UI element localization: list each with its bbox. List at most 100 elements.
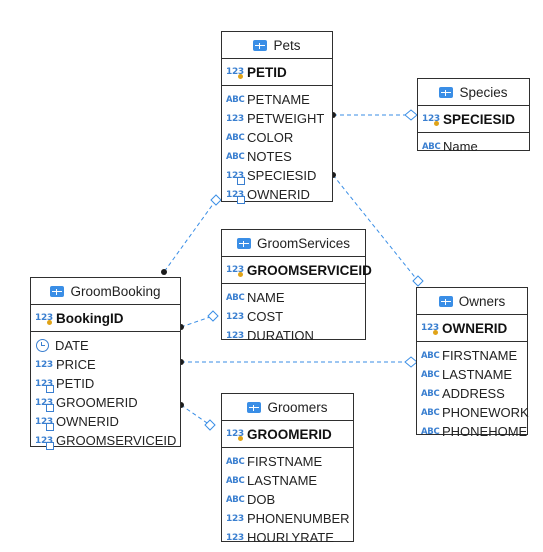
text-type-icon: ABC [422, 141, 441, 152]
foreign-key-icon: 123 [35, 397, 54, 412]
foreign-key-icon: 123 [35, 416, 54, 431]
entity-header[interactable]: Species [418, 79, 529, 106]
entity-title: Owners [458, 293, 506, 309]
table-icon [439, 86, 454, 98]
entity-title: Groomers [267, 399, 328, 415]
clock-icon [36, 339, 49, 352]
entity-header[interactable]: Groomers [222, 394, 353, 421]
link-end-diamond [404, 109, 418, 121]
foreign-key-icon: 123 [35, 435, 54, 450]
column-name: OWNERID [247, 187, 310, 202]
column-name: PHONENUMBER [247, 511, 350, 526]
entity-title: Species [459, 84, 508, 100]
entity-header[interactable]: Owners [417, 288, 527, 315]
foreign-key-icon: 123 [226, 189, 245, 204]
link-booking-pets [163, 199, 217, 273]
table-icon [253, 39, 268, 51]
table-icon [247, 401, 262, 413]
foreign-key-icon: 123 [226, 170, 245, 185]
primary-key-name: PETID [247, 64, 287, 80]
column-name: DOB [247, 492, 276, 507]
link-booking-services [180, 315, 214, 328]
column-name: PHONEWORK [442, 405, 529, 420]
number-type-icon: 123 [35, 359, 53, 370]
entity-header[interactable]: GroomBooking [31, 278, 180, 305]
column-name: SPECIESID [247, 168, 317, 183]
column-name: COST [247, 309, 284, 324]
table-icon [236, 237, 251, 249]
column-name: HOURLYRATE [247, 530, 334, 545]
text-type-icon: ABC [421, 426, 440, 437]
text-type-icon: ABC [226, 94, 245, 105]
text-type-icon: ABC [226, 132, 245, 143]
number-type-icon: 123 [226, 513, 244, 524]
column-name: GROOMERID [56, 395, 138, 410]
text-type-icon: ABC [226, 475, 245, 486]
column-name: ADDRESS [442, 386, 505, 401]
column-name: DURATION [247, 328, 314, 343]
entity-header[interactable]: GroomServices [222, 230, 365, 257]
link-end-diamond [207, 310, 219, 322]
text-type-icon: ABC [226, 494, 245, 505]
entity-header[interactable]: Pets [222, 32, 332, 59]
primary-key-name: GROOMSERVICEID [246, 262, 372, 278]
column-name: LASTNAME [247, 473, 318, 488]
column-name: FIRSTNAME [442, 348, 518, 363]
text-type-icon: ABC [421, 388, 440, 399]
primary-key-icon: 123 [35, 313, 53, 325]
link-end-diamond [412, 275, 424, 287]
column-row[interactable]: DATE [31, 336, 180, 355]
text-type-icon: ABC [421, 369, 440, 380]
number-type-icon: 123 [226, 532, 244, 543]
column-name: COLOR [247, 130, 294, 145]
table-icon [50, 285, 65, 297]
link-end-diamond [204, 419, 216, 431]
link-booking-groomers [180, 404, 211, 426]
number-type-icon: 123 [226, 330, 244, 341]
text-type-icon: ABC [421, 407, 440, 418]
number-type-icon: 123 [226, 113, 244, 124]
